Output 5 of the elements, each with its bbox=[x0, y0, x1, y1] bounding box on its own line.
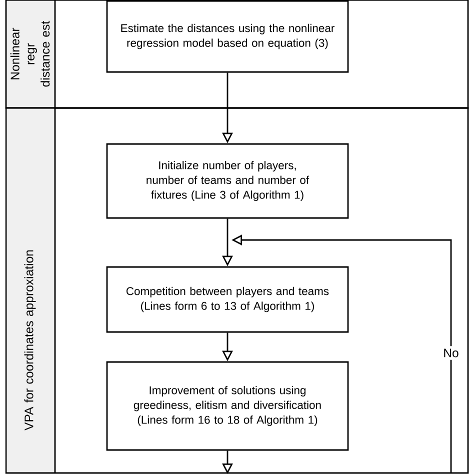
process-box: Competition between players and teams (Lines form 6 to 13 of Algorithm 1) bbox=[106, 266, 349, 333]
process-box: Improvement of solutions using greediness, elitism and diversification (Lines form 16 to 18 of Algorithm 1) bbox=[106, 361, 349, 451]
edge-label: No bbox=[444, 348, 458, 358]
process-box: Estimate the distances using the nonlinear regression model based on equation (3) bbox=[106, 0, 349, 73]
process-box: Initialize number of players, number of teams and number of fixtures (Line 3 of Algorithm 1) bbox=[106, 143, 349, 219]
